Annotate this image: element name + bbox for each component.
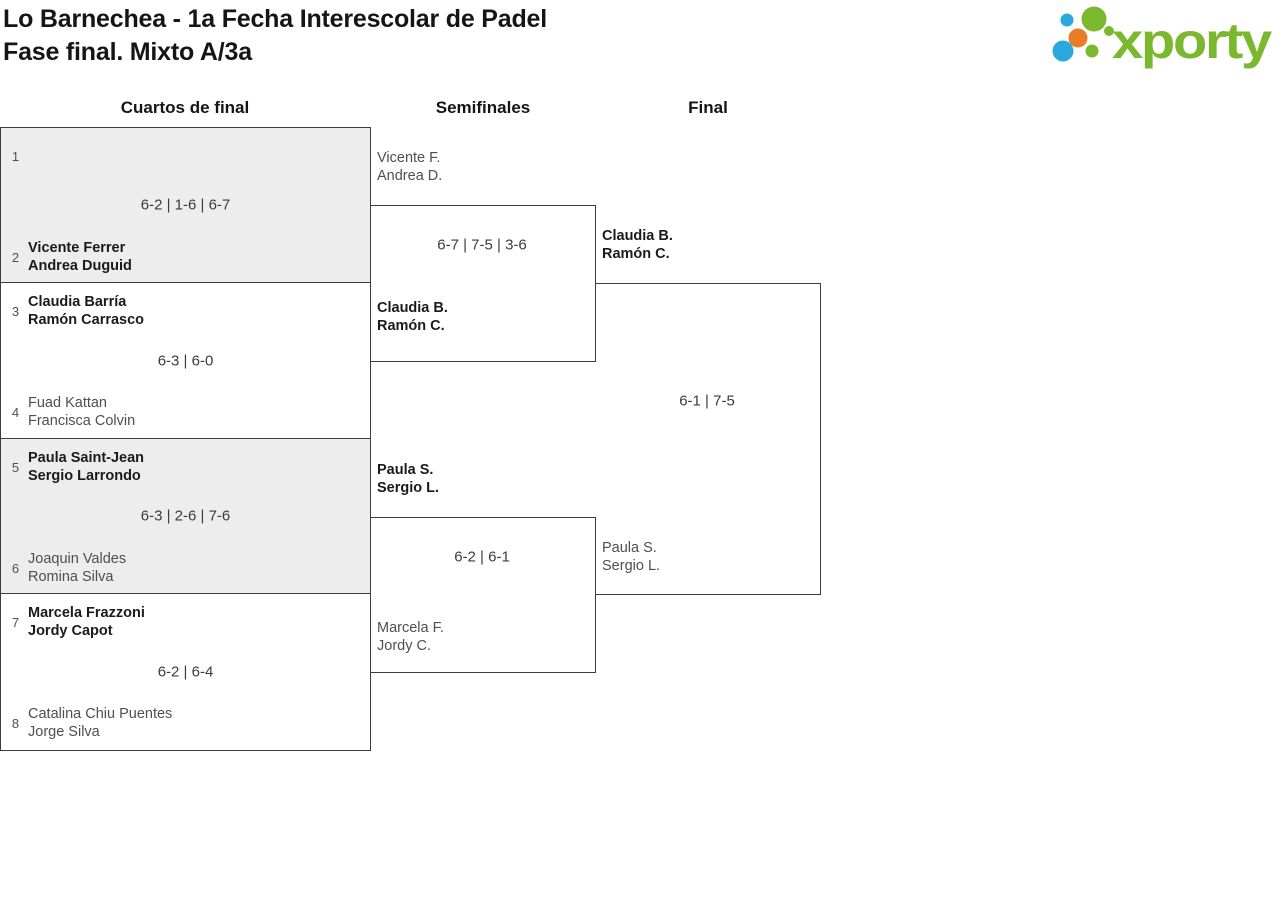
seed-number: 8 xyxy=(11,715,20,731)
final-match-box xyxy=(595,283,821,595)
final-team-top: Claudia B. Ramón C. xyxy=(602,227,673,263)
final-team-bottom: Paula S. Sergio L. xyxy=(602,539,660,575)
sf1-score: 6-7 | 7-5 | 3-6 xyxy=(437,236,527,254)
page-title: Lo Barnechea - 1a Fecha Interescolar de … xyxy=(3,3,547,69)
player-name xyxy=(28,156,362,174)
player-name: Vicente Ferrer xyxy=(28,240,126,256)
logo-dot-green-large xyxy=(1081,6,1107,32)
player-name: Francisca Colvin xyxy=(28,413,136,429)
player-name: Vicente F. xyxy=(377,150,441,166)
logo-dot-green-tiny xyxy=(1104,26,1114,36)
quarterfinal-match-1: 1 6-2 | 1-6 | 6-7 2 Vicente Ferrer Andre… xyxy=(0,127,371,283)
sf2-team-top: Paula S. Sergio L. xyxy=(377,461,439,497)
logo-wordmark: xporty xyxy=(1112,13,1272,69)
player-name: Jorge Silva xyxy=(28,724,100,740)
team-names: Vicente Ferrer Andrea Duguid xyxy=(28,239,362,275)
round-header-final: Final xyxy=(688,98,728,117)
player-name: Andrea Duguid xyxy=(28,258,132,274)
player-name: Joaquin Valdes xyxy=(28,551,127,567)
player-name: Claudia Barría xyxy=(28,294,127,310)
semifinal-match-1-box xyxy=(370,205,596,362)
player-name: Ramón C. xyxy=(377,318,445,334)
player-name: Sergio Larrondo xyxy=(28,468,141,484)
player-name: Paula Saint-Jean xyxy=(28,450,145,466)
team-names xyxy=(28,138,362,174)
team-names: Claudia Barría Ramón Carrasco xyxy=(28,293,362,329)
team-names: Joaquin Valdes Romina Silva xyxy=(28,550,362,586)
match-score: 6-3 | 2-6 | 7-6 xyxy=(140,507,231,525)
logo-dot-blue-large xyxy=(1052,40,1074,62)
player-name: Marcela Frazzoni xyxy=(28,605,145,621)
team-names: Catalina Chiu Puentes Jorge Silva xyxy=(28,705,362,741)
player-name: Ramón C. xyxy=(602,246,670,262)
qf1-team-bottom: 2 Vicente Ferrer Andrea Duguid xyxy=(8,239,362,275)
final-score: 6-1 | 7-5 xyxy=(679,392,735,410)
player-name: Paula S. xyxy=(602,540,657,556)
player-name: Jordy C. xyxy=(377,638,431,654)
quarterfinal-match-3: 5 Paula Saint-Jean Sergio Larrondo 6-3 |… xyxy=(0,439,371,594)
qf2-team-top: 3 Claudia Barría Ramón Carrasco xyxy=(8,293,362,329)
seed-number: 7 xyxy=(11,614,20,630)
qf1-team-top: 1 xyxy=(8,138,362,174)
player-name: Catalina Chiu Puentes xyxy=(28,706,173,722)
qf2-team-bottom: 4 Fuad Kattan Francisca Colvin xyxy=(8,394,362,430)
team-names: Marcela Frazzoni Jordy Capot xyxy=(28,604,362,640)
seed-number: 6 xyxy=(11,560,20,576)
page-title-line2: Fase final. Mixto A/3a xyxy=(3,38,252,66)
seed-number: 3 xyxy=(11,303,20,319)
player-name: Paula S. xyxy=(377,462,434,478)
match-score: 6-2 | 1-6 | 6-7 xyxy=(140,196,231,214)
player-name: Claudia B. xyxy=(377,300,448,316)
player-name xyxy=(28,138,362,156)
quarterfinal-match-2: 3 Claudia Barría Ramón Carrasco 6-3 | 6-… xyxy=(0,283,371,439)
qf3-team-top: 5 Paula Saint-Jean Sergio Larrondo xyxy=(8,449,362,485)
player-name: Andrea D. xyxy=(377,168,443,184)
player-name: Sergio L. xyxy=(377,480,440,496)
seed-number: 4 xyxy=(11,404,20,420)
seed-number: 1 xyxy=(11,148,20,164)
player-name: Marcela F. xyxy=(377,620,444,636)
player-name: Sergio L. xyxy=(602,558,661,574)
qf3-team-bottom: 6 Joaquin Valdes Romina Silva xyxy=(8,550,362,586)
xporty-logo[interactable]: xporty xyxy=(1048,4,1273,72)
logo-dot-orange xyxy=(1068,28,1088,48)
match-score: 6-3 | 6-0 xyxy=(157,352,214,369)
semifinal-match-2-box xyxy=(370,517,596,673)
qf4-team-bottom: 8 Catalina Chiu Puentes Jorge Silva xyxy=(8,705,362,741)
seed-number: 5 xyxy=(11,459,20,475)
round-header-quarterfinals: Cuartos de final xyxy=(120,98,250,117)
player-name: Ramón Carrasco xyxy=(28,312,145,328)
sf2-score: 6-2 | 6-1 xyxy=(454,548,510,566)
player-name: Fuad Kattan xyxy=(28,395,107,411)
page-title-line1: Lo Barnechea - 1a Fecha Interescolar de … xyxy=(3,5,548,33)
player-name: Jordy Capot xyxy=(28,623,113,639)
round-header-semifinals: Semifinales xyxy=(435,98,531,117)
sf1-team-top: Vicente F. Andrea D. xyxy=(377,149,442,185)
seed-number: 2 xyxy=(11,249,20,265)
team-names: Paula Saint-Jean Sergio Larrondo xyxy=(28,449,362,485)
sf1-team-bottom: Claudia B. Ramón C. xyxy=(377,299,448,335)
player-name: Claudia B. xyxy=(602,228,673,244)
player-name: Romina Silva xyxy=(28,569,114,585)
match-score: 6-2 | 6-4 xyxy=(157,663,214,681)
qf4-team-top: 7 Marcela Frazzoni Jordy Capot xyxy=(8,604,362,640)
quarterfinal-match-4: 7 Marcela Frazzoni Jordy Capot 6-2 | 6-4… xyxy=(0,594,371,751)
team-names: Fuad Kattan Francisca Colvin xyxy=(28,394,362,430)
sf2-team-bottom: Marcela F. Jordy C. xyxy=(377,619,444,655)
logo-dot-green-small xyxy=(1085,44,1099,58)
logo-dot-blue-small xyxy=(1060,13,1074,27)
